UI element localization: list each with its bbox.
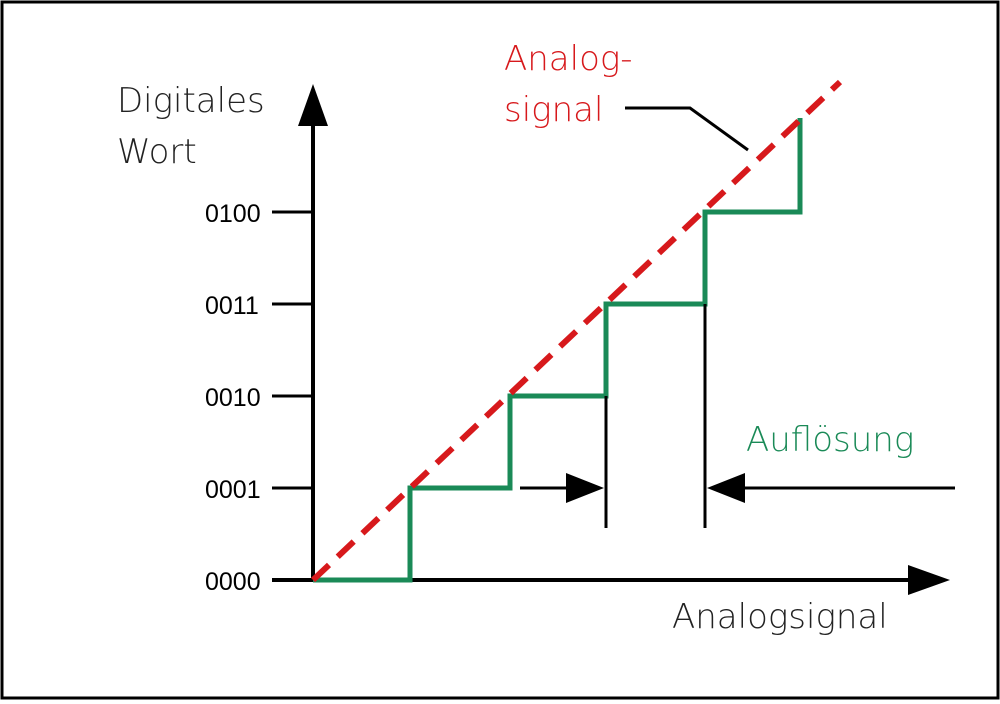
x-axis-arrow-icon	[908, 565, 950, 595]
y-tick-label: 0001	[205, 476, 261, 504]
y-tick-label: 0100	[205, 200, 261, 228]
resolution-label: Auflösung	[746, 420, 914, 460]
resolution-arrow-right-icon	[566, 473, 604, 503]
analog-signal-leader-line	[625, 106, 749, 152]
resolution-arrow-left-icon	[707, 473, 745, 503]
y-axis-title-line2: Wort	[117, 132, 197, 172]
y-tick-label: 0010	[205, 384, 261, 412]
y-tick-label: 0000	[205, 568, 261, 596]
digital-staircase	[313, 118, 803, 583]
y-tick-label: 0011	[205, 292, 259, 320]
analog-signal-line	[310, 79, 843, 583]
y-axis-title-line1: Digitales	[117, 81, 265, 121]
analog-signal-label-line2: signal	[504, 90, 603, 130]
y-axis-arrow-icon	[298, 84, 328, 126]
x-axis-title: Analogsignal	[672, 597, 888, 637]
analog-signal-label-line1: Analog-	[504, 39, 633, 79]
